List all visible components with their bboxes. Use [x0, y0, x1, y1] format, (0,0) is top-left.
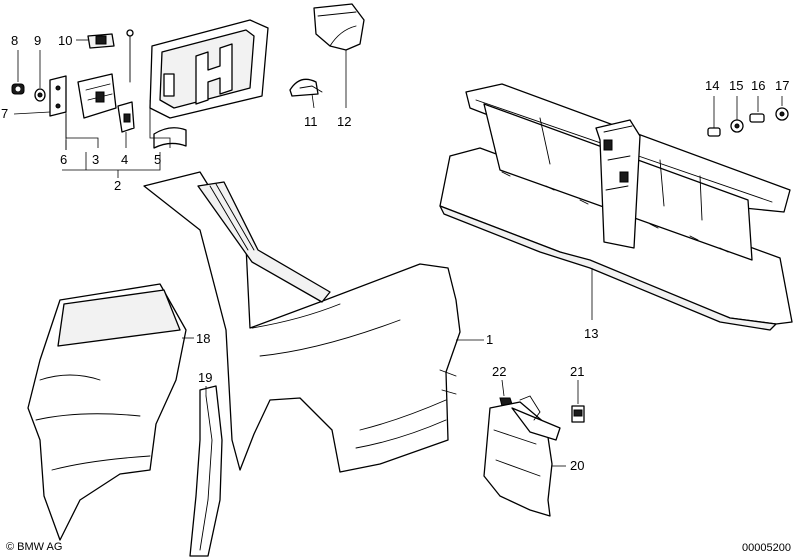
callout-19: 19 — [198, 370, 212, 385]
callout-20: 20 — [570, 458, 584, 473]
part-19-pillar — [189, 385, 223, 557]
part-16-screw — [749, 96, 765, 123]
callout-2: 2 — [114, 178, 121, 193]
callout-labels: 8 9 10 7 6 3 4 5 2 11 12 14 15 16 17 13 … — [1, 33, 789, 473]
callout-21: 21 — [570, 364, 584, 379]
callout-11: 11 — [304, 114, 318, 129]
fasteners-14-17 — [707, 96, 789, 137]
part-18-door — [27, 283, 194, 541]
copyright-symbol: © — [6, 541, 15, 553]
part-20-bracket — [483, 395, 566, 517]
part-17-cap-nut — [775, 96, 789, 121]
callout-3: 3 — [92, 152, 99, 167]
callout-9: 9 — [34, 33, 41, 48]
callout-1: 1 — [486, 332, 493, 347]
part-1-side-panel — [143, 171, 484, 473]
copyright-notice: © BMW AG — [6, 541, 62, 553]
part-22-bolt — [499, 379, 513, 407]
callout-5: 5 — [154, 152, 161, 167]
callout-7: 7 — [1, 106, 8, 121]
part-14-bolt — [707, 96, 721, 137]
part-10-clip — [87, 33, 115, 49]
drawing-number: 00005200 — [742, 542, 791, 554]
callout-10: 10 — [58, 33, 72, 48]
callout-4: 4 — [121, 152, 128, 167]
callout-18: 18 — [196, 331, 210, 346]
part-8-nut — [11, 83, 25, 95]
callout-6: 6 — [60, 152, 67, 167]
part-12-cap — [313, 3, 365, 108]
fuel-flap-lid — [149, 19, 269, 119]
callout-16: 16 — [751, 78, 765, 93]
callout-12: 12 — [337, 114, 351, 129]
callout-17: 17 — [775, 78, 789, 93]
callout-14: 14 — [705, 78, 719, 93]
part-15-nut — [730, 96, 744, 133]
fuel-flap-hinge-group — [11, 19, 269, 178]
callout-22: 22 — [492, 364, 506, 379]
part-9-washer — [34, 88, 46, 102]
part-21-clip — [571, 380, 585, 423]
callout-8: 8 — [11, 33, 18, 48]
part-13-rear-panel — [439, 83, 793, 331]
callout-15: 15 — [729, 78, 743, 93]
callout-13: 13 — [584, 326, 598, 341]
copyright-owner: BMW AG — [17, 541, 63, 553]
part-7-bracket — [49, 75, 67, 117]
part-4-hinge-arm — [117, 101, 135, 133]
part-11-grommet — [289, 78, 323, 109]
part-3-hinge — [77, 73, 117, 119]
